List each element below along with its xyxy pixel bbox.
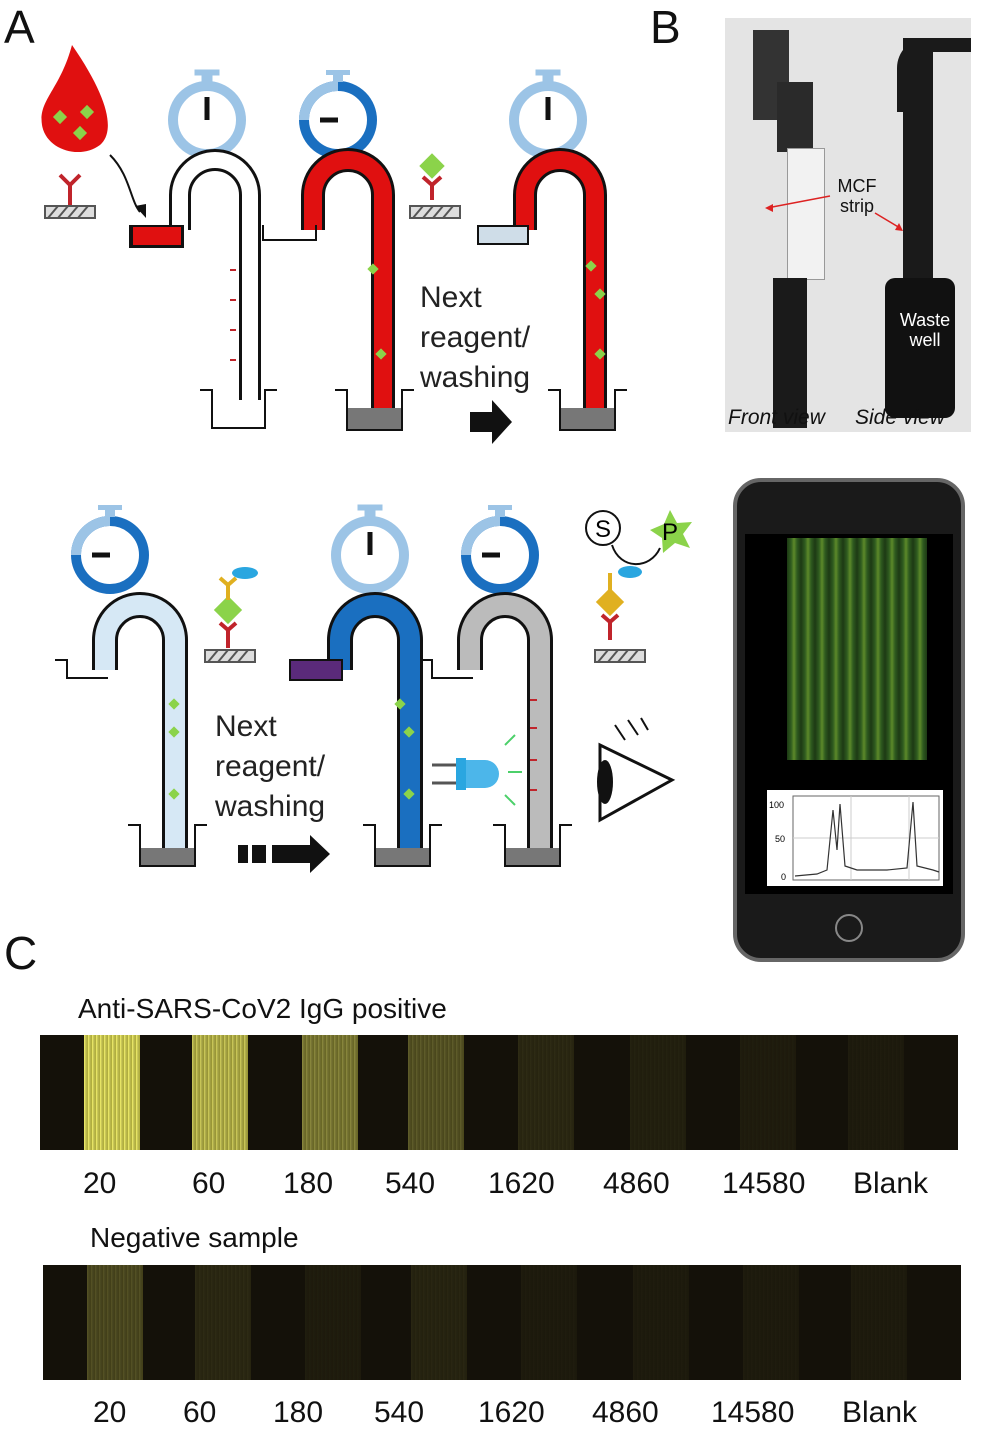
flow-arrow-icon [109, 154, 141, 213]
dilution-label: 540 [374, 1396, 425, 1429]
fluorescence-band [743, 1265, 799, 1380]
next-step-arrow-icon [470, 400, 512, 444]
fluorescence-band [192, 1035, 248, 1150]
fluorescence-band [302, 1035, 358, 1150]
dilution-label: 14580 [722, 1167, 806, 1200]
capillary-4 [55, 592, 207, 867]
positive-strip [40, 1035, 958, 1150]
fluorescence-band [305, 1265, 361, 1380]
dilution-label: 20 [93, 1396, 127, 1429]
antigen-antibody-icon [409, 153, 461, 219]
dilution-label: 60 [183, 1396, 217, 1429]
negative-strip [43, 1265, 961, 1380]
antibody-surface-icon [44, 173, 96, 219]
intensity-trace [794, 801, 940, 877]
capillary-3 [477, 148, 627, 431]
dilution-label: 180 [273, 1396, 324, 1429]
phone-screen: 100 50 0 [745, 534, 953, 894]
fluorescence-band [518, 1035, 574, 1150]
capillary-6 [420, 592, 572, 867]
timer-icon-2 [299, 70, 377, 159]
dilution-label: 4860 [592, 1396, 659, 1429]
dilution-label: Blank [842, 1396, 918, 1429]
eye-icon [597, 717, 676, 823]
fluorescence-band [411, 1265, 467, 1380]
timer-icon-6 [461, 505, 539, 594]
substrate-product-icon: S P [585, 510, 692, 663]
sandwich-complex-icon [204, 567, 258, 663]
front-view-device [753, 30, 825, 428]
fluorescence-band [521, 1265, 577, 1380]
next-step-text-top: Next reagent/ washing [420, 281, 531, 394]
fluorescence-band [740, 1035, 796, 1150]
svg-text:S: S [595, 516, 611, 543]
positive-strip-title: Anti-SARS-CoV2 IgG positive [78, 993, 447, 1024]
svg-text:0: 0 [781, 872, 786, 882]
dilution-label: 4860 [603, 1167, 670, 1200]
negative-strip-title: Negative sample [90, 1222, 299, 1253]
dilution-label: 1620 [488, 1167, 555, 1200]
fluorescence-band [851, 1265, 907, 1380]
dilution-label: 1620 [478, 1396, 545, 1429]
led-icon [432, 734, 522, 806]
home-button[interactable] [835, 914, 863, 942]
panel-letter-c: C [4, 927, 38, 979]
panel-a-diagram: S P [41, 45, 692, 873]
dilution-label: 180 [283, 1167, 334, 1200]
panel-letter-b: B [650, 1, 681, 53]
capillary-5 [289, 592, 442, 867]
next-step-dashed-arrow-icon [238, 835, 330, 873]
blood-drop-icon [41, 45, 108, 153]
fluorescence-band [87, 1265, 143, 1380]
capillary-2 [262, 148, 414, 431]
dilution-label: 20 [83, 1167, 117, 1200]
svg-text:100: 100 [769, 800, 784, 810]
front-view-label: Front view [728, 406, 825, 429]
fluorescence-band [408, 1035, 464, 1150]
side-view-device [877, 38, 971, 418]
dilution-label: Blank [853, 1167, 929, 1200]
fluorescence-band [195, 1265, 251, 1380]
svg-text:50: 50 [775, 834, 785, 844]
fluorescence-band [630, 1035, 686, 1150]
svg-text:P: P [662, 519, 678, 546]
mcf-strip-window [787, 148, 825, 280]
fluorescence-image [787, 538, 927, 760]
fluorescence-band [84, 1035, 140, 1150]
fluorescence-band [633, 1265, 689, 1380]
smartphone: 100 50 0 [733, 478, 965, 962]
intensity-plot: 100 50 0 [767, 790, 943, 886]
dilution-label: 14580 [711, 1396, 795, 1429]
dilution-label: 540 [385, 1167, 436, 1200]
next-step-text-bottom: Next reagent/ washing [215, 710, 326, 823]
capillary-1 [129, 149, 277, 429]
side-view-label: Side view [855, 406, 945, 429]
panel-letter-a: A [4, 1, 35, 53]
fluorescence-band [848, 1035, 904, 1150]
timer-icon-4 [71, 505, 149, 594]
dilution-label: 60 [192, 1167, 226, 1200]
